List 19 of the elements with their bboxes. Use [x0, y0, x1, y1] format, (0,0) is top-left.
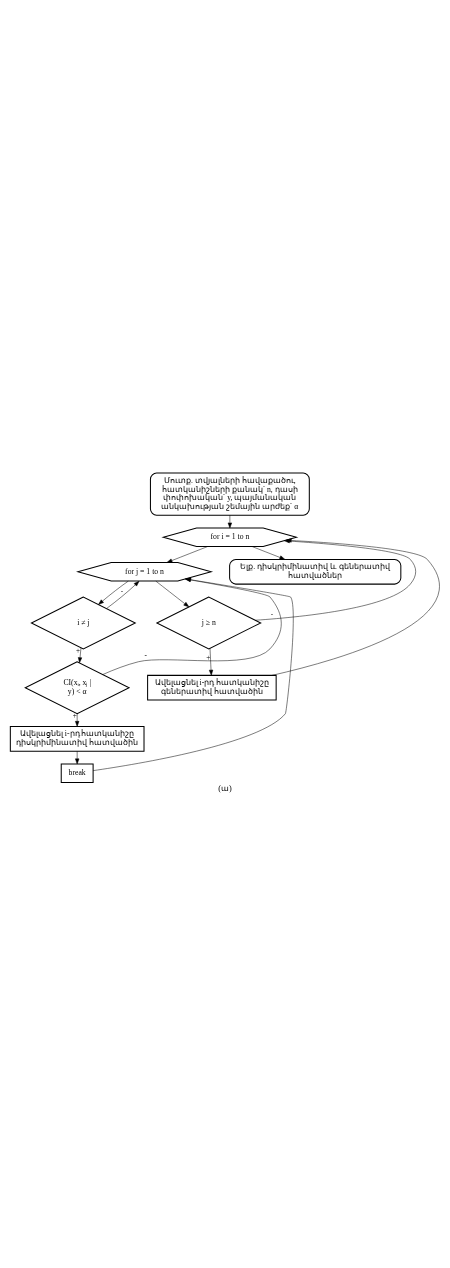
node-box: Ելք. դիսկրիմինատիվ և գեներատիվ հատվածներ — [229, 558, 402, 585]
arrow — [106, 580, 140, 609]
caption: (ա) — [218, 783, 232, 793]
node-diamond: i ≠ j — [30, 595, 137, 649]
node-box: Մուտք. տվյալների հավաքածու, հատկանիշների քանակ՝ n, դասի փոփոխական՝ y, պայմանական անկախության շեմային արժեք՝ α — [149, 472, 310, 516]
arrow — [209, 647, 214, 675]
arrow — [98, 580, 129, 605]
node-diamond: CI(xᵢ, xⱼ | y) < α — [24, 660, 131, 714]
node-box: Ավելացնել i-րդ հատկանիշը դիսկրիմինատիվ հատվածին — [9, 725, 145, 752]
node-box: Ավելացնել i-րդ հատկանիշը գեներատիվ հատվածին — [147, 674, 277, 701]
arrow — [166, 545, 208, 563]
arrow — [75, 750, 80, 764]
arrow — [252, 545, 286, 560]
node-diamond: j ≥ n — [155, 595, 262, 649]
node-box: break — [60, 763, 94, 783]
arrow — [78, 646, 83, 663]
arrow — [155, 580, 190, 607]
arrow — [75, 713, 80, 727]
arrow — [227, 514, 232, 528]
